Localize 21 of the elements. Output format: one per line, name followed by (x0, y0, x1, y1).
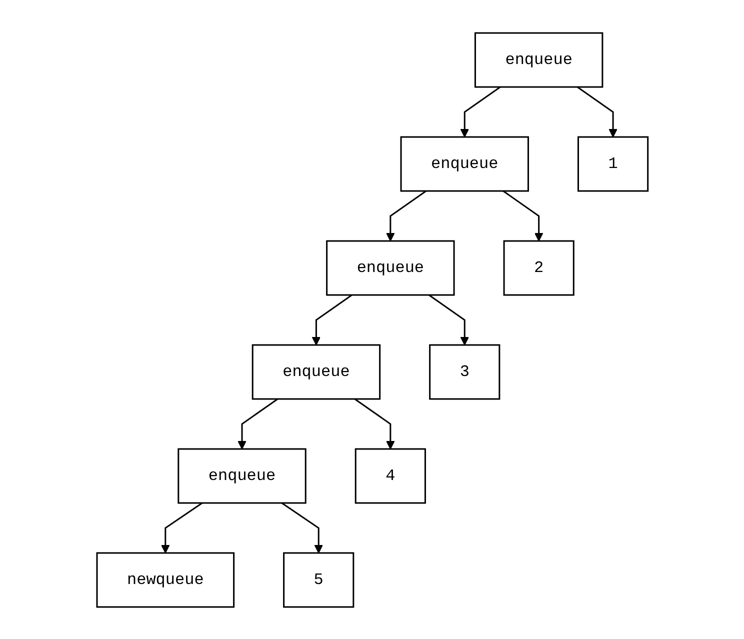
arrow (502, 190, 543, 241)
node-box: enqueue (251, 344, 380, 400)
arrow (428, 294, 469, 345)
node-box: 1 (577, 136, 648, 192)
node-box: enqueue (326, 240, 454, 296)
arrow (160, 502, 202, 553)
arrow (576, 86, 618, 137)
node-box: 3 (428, 344, 500, 400)
node-box: 4 (354, 448, 426, 504)
arrow (311, 294, 352, 345)
node-box: enqueue (400, 136, 529, 192)
arrow (386, 190, 426, 241)
node-box: enqueue (177, 448, 306, 504)
node-box: 2 (502, 240, 574, 296)
node-box: newqueue (96, 552, 234, 608)
arrow (280, 502, 323, 553)
arrow (460, 86, 500, 137)
node-box: 5 (282, 552, 354, 608)
arrow (354, 398, 394, 449)
arrow (237, 398, 278, 449)
node-box: enqueue (474, 32, 603, 88)
